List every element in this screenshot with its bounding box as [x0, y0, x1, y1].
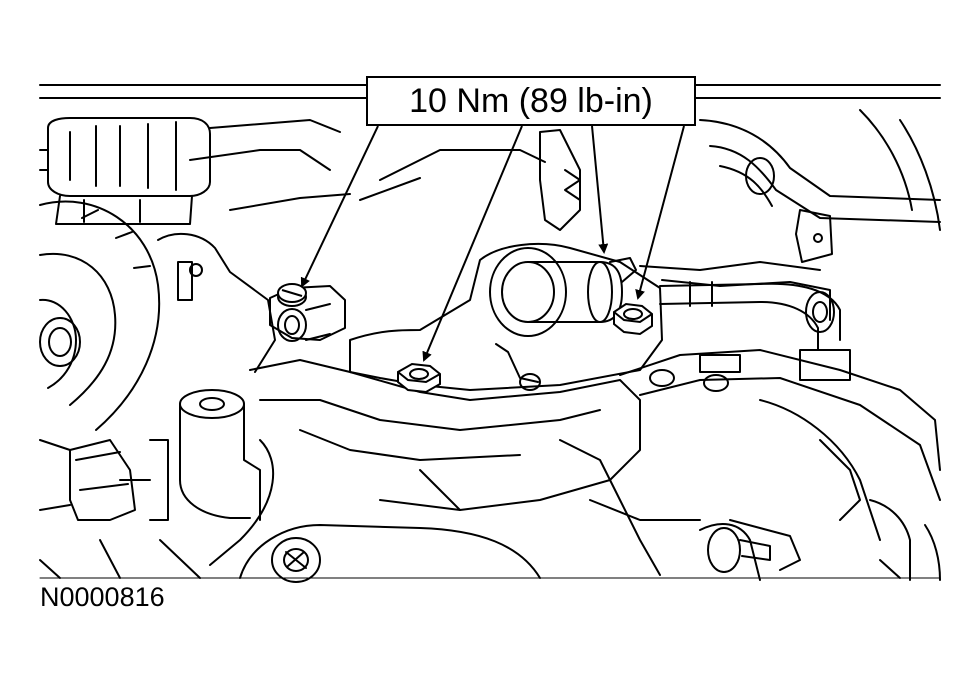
torque-label: 10 Nm (89 lb-in) — [409, 81, 653, 120]
arrow-icon — [635, 125, 685, 300]
figure-id: N0000816 — [40, 582, 165, 612]
arrow-icon — [591, 125, 609, 254]
right-upper-hoses — [699, 109, 941, 263]
center-body — [249, 359, 701, 576]
left-curved-hose — [39, 200, 161, 431]
intake-manifold — [619, 349, 941, 581]
bolt-icon — [397, 362, 441, 394]
upper-left-component — [47, 117, 341, 225]
lower-left-tower — [119, 389, 275, 566]
bolt-icon — [613, 302, 653, 336]
left-bracket — [157, 232, 276, 373]
lower-right-fitting — [699, 519, 801, 581]
lower-left-clamp — [39, 439, 136, 521]
bolt-icon — [277, 283, 307, 307]
arrow-icon — [300, 125, 379, 288]
bottom-housing — [39, 524, 941, 583]
torque-callout: 10 Nm (89 lb-in) — [366, 76, 696, 126]
upper-center-bracket — [229, 129, 581, 231]
background-detail — [39, 149, 901, 579]
arrow-icon — [422, 125, 523, 362]
right-tube — [659, 281, 851, 381]
